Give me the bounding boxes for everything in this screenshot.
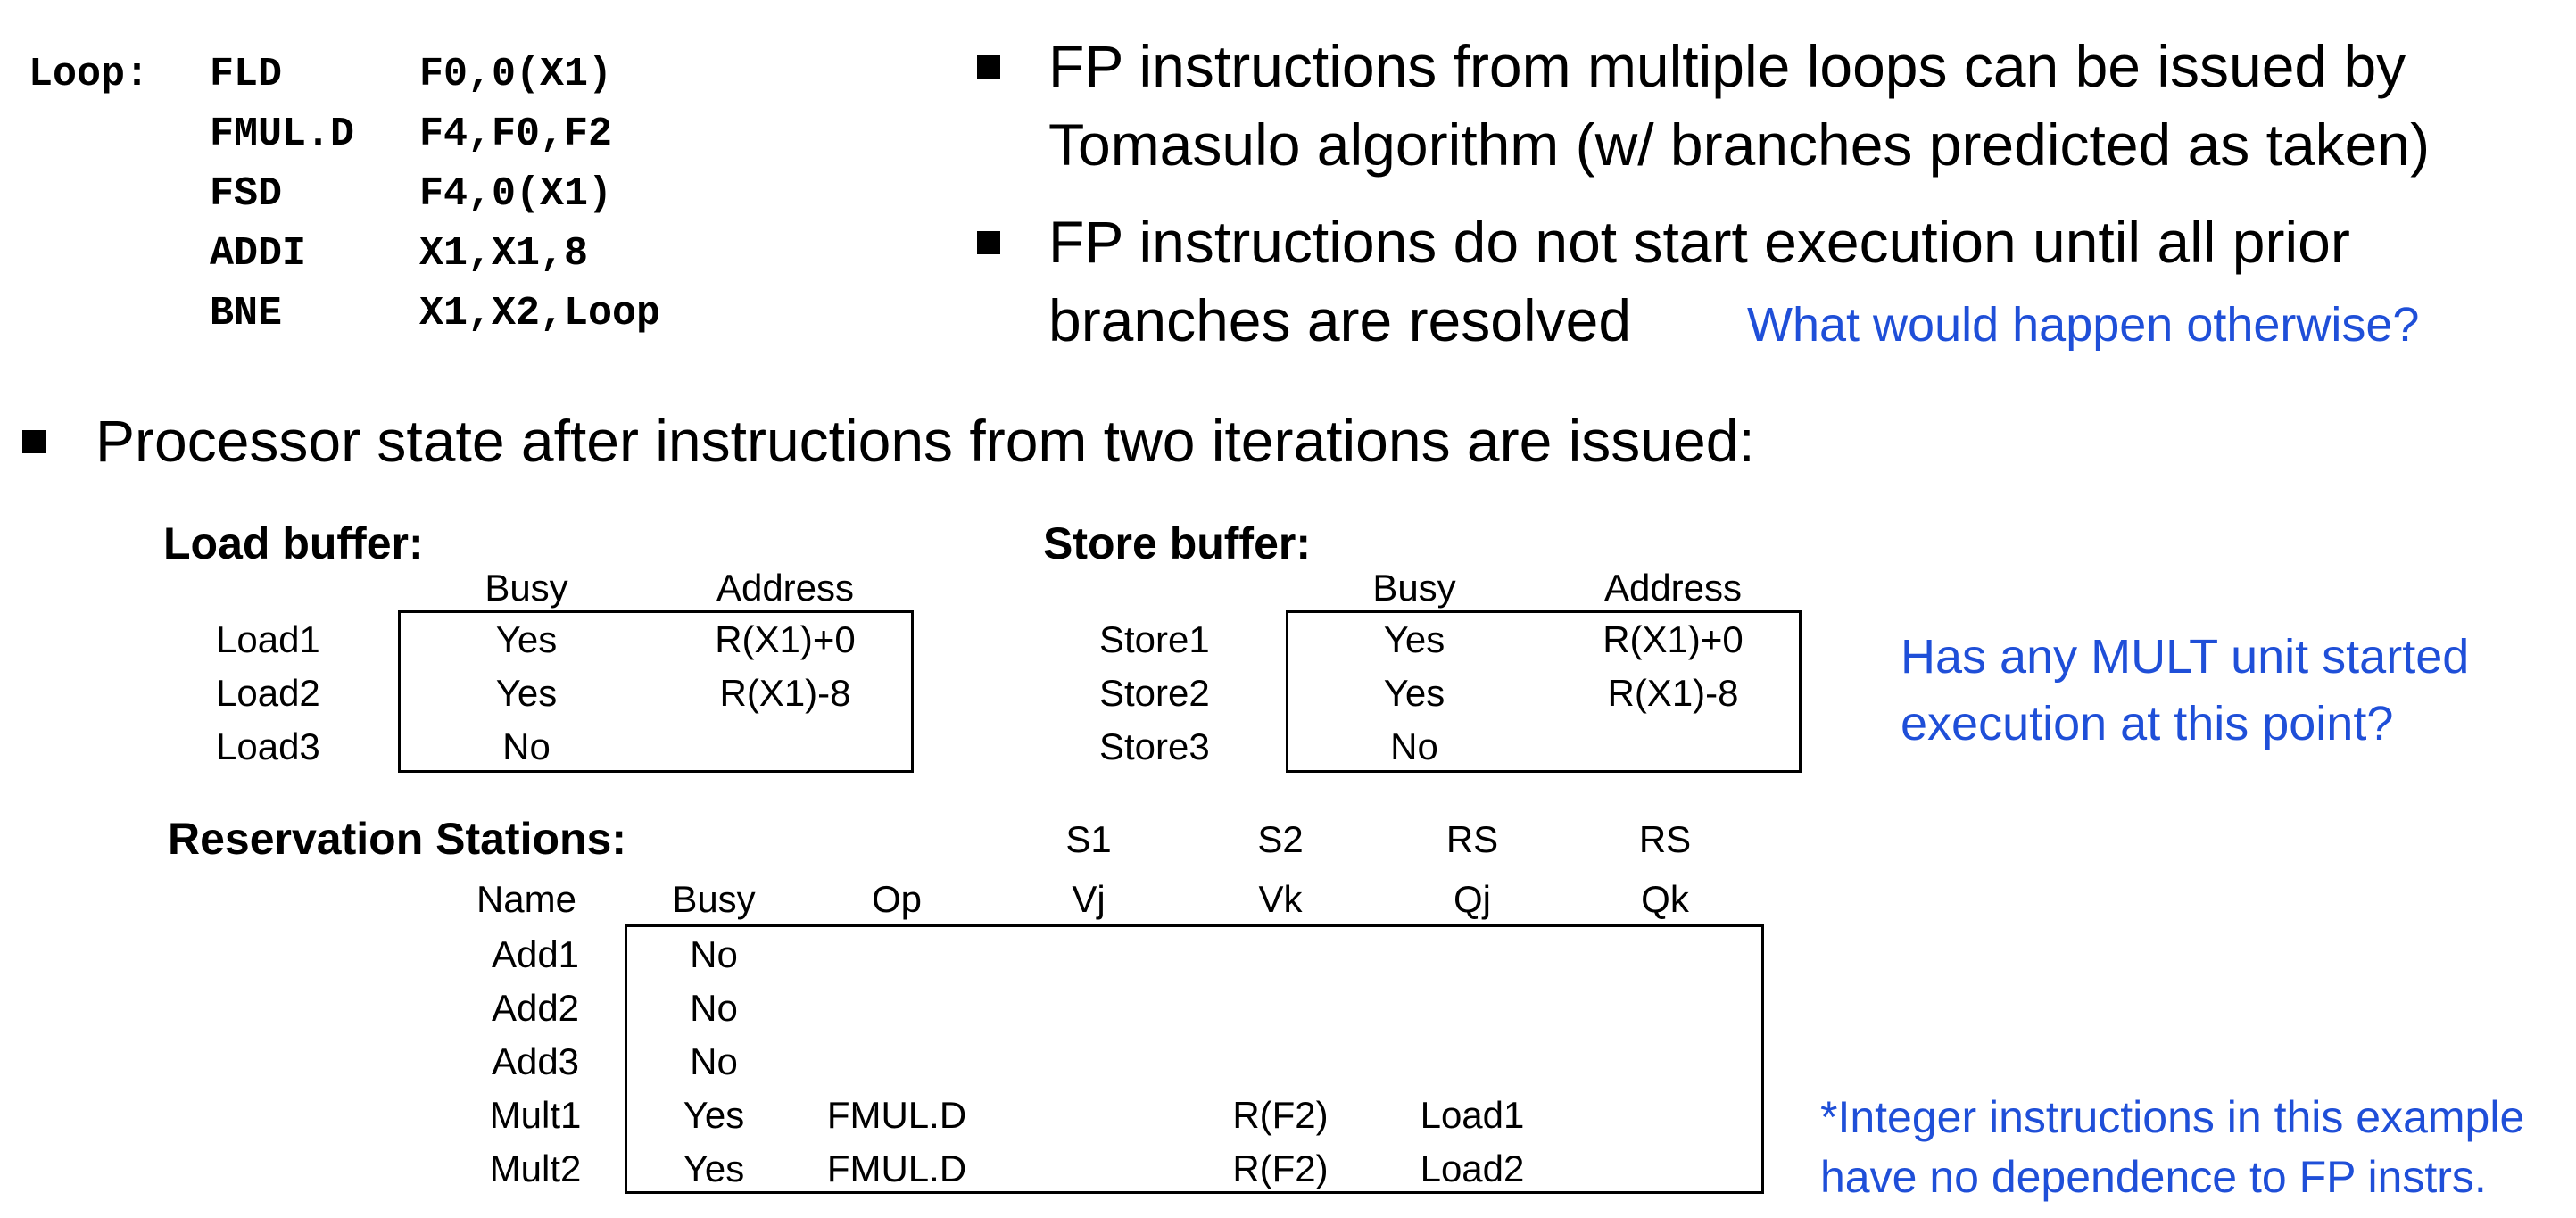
load-buffer-row-address: R(X1)+0 — [715, 618, 856, 660]
bullet-1-line-1: FP instructions from multiple loops can … — [1048, 33, 2406, 99]
bullet-square-icon — [977, 55, 1000, 79]
rs-row-op: FMUL.D — [826, 1148, 967, 1189]
rs-row-name: Mult1 — [489, 1094, 582, 1136]
code-args: X1,X1,8 — [419, 231, 589, 277]
rs-col-qj: Qj — [1454, 878, 1491, 920]
rs-row-name: Add2 — [491, 987, 580, 1029]
store-buffer-title: Store buffer: — [1043, 518, 1311, 568]
bullet-3-text: Processor state after instructions from … — [95, 408, 1755, 474]
reservation-stations-title: Reservation Stations: — [168, 814, 627, 864]
store-buffer-row-busy: Yes — [1383, 618, 1445, 660]
rs-row-qj: Load2 — [1420, 1148, 1525, 1189]
code-args: X1,X2,Loop — [419, 291, 661, 336]
bullet-2-line-1: FP instructions do not start execution u… — [1048, 209, 2350, 275]
rs-row-busy: No — [690, 933, 738, 975]
rs-super-header: S2 — [1257, 818, 1304, 860]
code-label: Loop: — [29, 52, 150, 97]
code-op: BNE — [210, 291, 283, 336]
rs-col-qk: Qk — [1641, 878, 1689, 920]
rs-col-vk: Vk — [1258, 878, 1303, 920]
store-buffer-row-name: Store2 — [1099, 672, 1210, 714]
question-otherwise: What would happen otherwise? — [1747, 298, 2420, 352]
store-buffer-row-busy: No — [1390, 725, 1438, 767]
code-args: F4,0(X1) — [419, 171, 613, 217]
code-args: F0,0(X1) — [419, 52, 613, 97]
bullet-square-icon — [977, 231, 1000, 254]
store-buffer-col-address: Address — [1603, 567, 1743, 609]
store-buffer-box — [1286, 610, 1802, 773]
code-op: ADDI — [210, 231, 307, 277]
reservation-stations-box — [625, 924, 1764, 1194]
rs-row-vk: R(F2) — [1232, 1148, 1329, 1189]
rs-row-vk: R(F2) — [1232, 1094, 1329, 1136]
load-buffer-row-busy: Yes — [495, 672, 558, 714]
rs-super-header: RS — [1445, 818, 1499, 860]
rs-col-op: Op — [871, 878, 923, 920]
rs-row-name: Mult2 — [489, 1148, 582, 1189]
rs-super-header: S1 — [1065, 818, 1112, 860]
code-args: F4,F0,F2 — [419, 112, 613, 157]
code-op: FMUL.D — [210, 112, 355, 157]
load-buffer-box — [398, 610, 914, 773]
store-buffer-col-busy: Busy — [1372, 567, 1456, 609]
bullet-2-line-2: branches are resolved — [1048, 287, 1632, 353]
rs-row-busy: No — [690, 1040, 738, 1082]
rs-col-name: Name — [476, 878, 577, 920]
load-buffer-row-address: R(X1)-8 — [719, 672, 851, 714]
question-mult-line-2: execution at this point? — [1901, 697, 2394, 750]
load-buffer-row-busy: Yes — [495, 618, 558, 660]
integer-note-line-2: have no dependence to FP instrs. — [1820, 1152, 2487, 1202]
code-op: FLD — [210, 52, 283, 97]
load-buffer-col-address: Address — [716, 567, 855, 609]
store-buffer-row-address: R(X1)-8 — [1607, 672, 1739, 714]
integer-note-line-1: *Integer instructions in this example — [1820, 1092, 2525, 1142]
rs-row-op: FMUL.D — [826, 1094, 967, 1136]
store-buffer-row-address: R(X1)+0 — [1603, 618, 1744, 660]
code-op: FSD — [210, 171, 283, 217]
load-buffer-col-busy: Busy — [485, 567, 568, 609]
rs-row-name: Add1 — [491, 933, 580, 975]
load-buffer-row-name: Load1 — [216, 618, 320, 660]
rs-col-vj: Vj — [1072, 878, 1106, 920]
load-buffer-title: Load buffer: — [163, 518, 424, 568]
rs-row-busy: Yes — [683, 1148, 745, 1189]
rs-row-busy: Yes — [683, 1094, 745, 1136]
load-buffer-row-name: Load2 — [216, 672, 320, 714]
load-buffer-row-name: Load3 — [216, 725, 320, 767]
load-buffer-row-busy: No — [502, 725, 551, 767]
store-buffer-row-name: Store1 — [1099, 618, 1210, 660]
rs-row-busy: No — [690, 987, 738, 1029]
rs-row-name: Add3 — [491, 1040, 580, 1082]
rs-col-busy: Busy — [672, 878, 756, 920]
bullet-square-icon — [22, 430, 46, 453]
rs-row-qj: Load1 — [1420, 1094, 1525, 1136]
rs-super-header: RS — [1638, 818, 1692, 860]
store-buffer-row-name: Store3 — [1099, 725, 1210, 767]
store-buffer-row-busy: Yes — [1383, 672, 1445, 714]
question-mult-line-1: Has any MULT unit started — [1901, 630, 2470, 684]
bullet-1-line-2: Tomasulo algorithm (w/ branches predicte… — [1048, 112, 2431, 178]
